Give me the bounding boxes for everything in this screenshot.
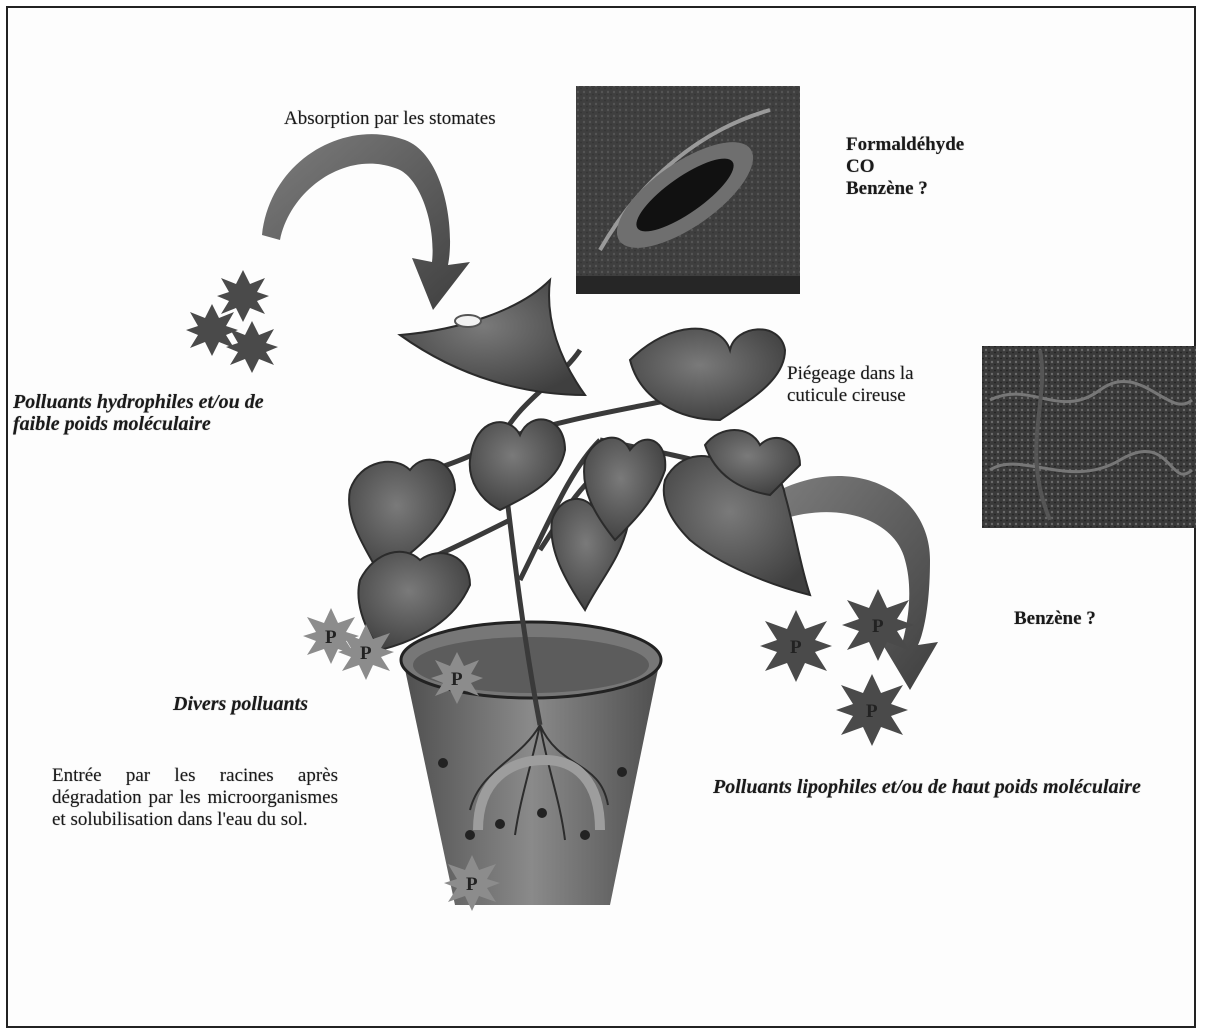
svg-text:P: P — [866, 701, 878, 722]
pollutant-star-icon — [217, 270, 269, 322]
cuticle-micrograph — [982, 346, 1196, 528]
stomata-absorption-label: Absorption par les stomates — [284, 108, 496, 130]
lipophilic-pollutants-label: Polluants lipophiles et/ou de haut poids… — [713, 776, 1141, 798]
stomata-pollutants-list: Formaldéhyde CO Benzène ? — [846, 134, 964, 200]
stomata-micrograph — [576, 86, 800, 294]
svg-text:P: P — [360, 643, 372, 664]
hydrophilic-pollutants-label: Polluants hydrophiles et/ou de faible po… — [13, 391, 264, 435]
pollutant-star-icon: P — [836, 674, 908, 746]
svg-text:P: P — [325, 627, 337, 648]
cuticle-trapping-line-1: Piégeage dans la — [787, 363, 914, 385]
benzene-stomata-label: Benzène ? — [846, 178, 964, 200]
co-label: CO — [846, 156, 964, 178]
root-entry-text: Entrée par les racines après dégradation… — [52, 765, 338, 831]
benzene-cuticle-label: Benzène ? — [1014, 608, 1096, 630]
hydrophilic-line-2: faible poids moléculaire — [13, 413, 264, 435]
stomata-arrow — [262, 134, 470, 310]
various-pollutants-label: Divers polluants — [173, 693, 308, 715]
svg-text:P: P — [466, 874, 478, 895]
svg-text:P: P — [872, 616, 884, 637]
formaldehyde-label: Formaldéhyde — [846, 134, 964, 156]
cuticle-trapping-line-2: cuticule cireuse — [787, 385, 914, 407]
pollutant-star-icon: P — [760, 610, 832, 682]
svg-text:P: P — [451, 669, 463, 690]
cuticle-trapping-label: Piégeage dans la cuticule cireuse — [787, 363, 914, 407]
hydrophilic-line-1: Polluants hydrophiles et/ou de — [13, 391, 264, 413]
svg-text:P: P — [790, 637, 802, 658]
